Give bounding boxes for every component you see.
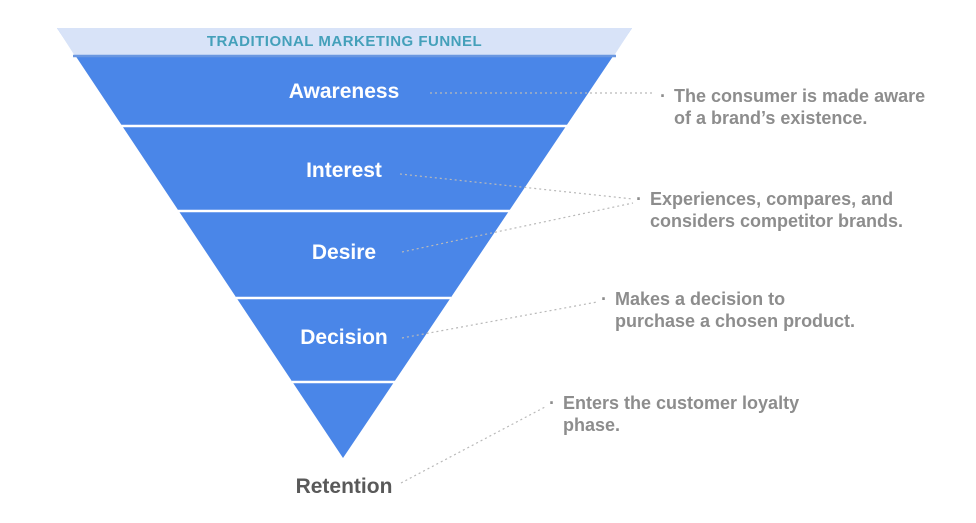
annotation-awareness: · The consumer is made aware of a brand’… [660, 85, 925, 129]
annotation-line: of a brand’s existence. [674, 108, 868, 128]
funnel-triangle [57, 28, 632, 458]
bullet-icon: · [636, 189, 642, 209]
stage-label-desire: Desire [311, 241, 377, 264]
stage-label-decision: Decision [300, 326, 388, 349]
annotation-line: Experiences, compares, and [650, 189, 894, 209]
stage-label-retention: Retention [295, 475, 393, 498]
funnel-header-band [57, 28, 632, 55]
annotation-decision: · Makes a decision to purchase a chosen … [601, 288, 855, 332]
connector-retention [400, 406, 546, 484]
annotation-line: Makes a decision to [615, 289, 786, 309]
annotation-line: Enters the customer loyalty [563, 393, 800, 413]
connector-desire [401, 202, 634, 253]
annotation-retention: · Enters the customer loyalty phase. [549, 392, 799, 436]
annotation-line: phase. [563, 415, 621, 435]
connector-interest [399, 173, 634, 200]
bullet-icon: · [601, 289, 607, 309]
funnel-title: TRADITIONAL MARKETING FUNNEL [206, 33, 483, 50]
annotation-interest-desire: · Experiences, compares, and considers c… [636, 188, 903, 232]
stage-label-awareness: Awareness [288, 80, 400, 103]
bullet-icon: · [660, 86, 666, 106]
stage-label-interest: Interest [306, 159, 382, 182]
annotation-line: The consumer is made aware [674, 86, 926, 106]
connector-decision [401, 301, 598, 339]
bullet-icon: · [549, 393, 555, 413]
annotation-line: considers competitor brands. [650, 211, 904, 231]
annotation-line: purchase a chosen product. [615, 311, 856, 331]
